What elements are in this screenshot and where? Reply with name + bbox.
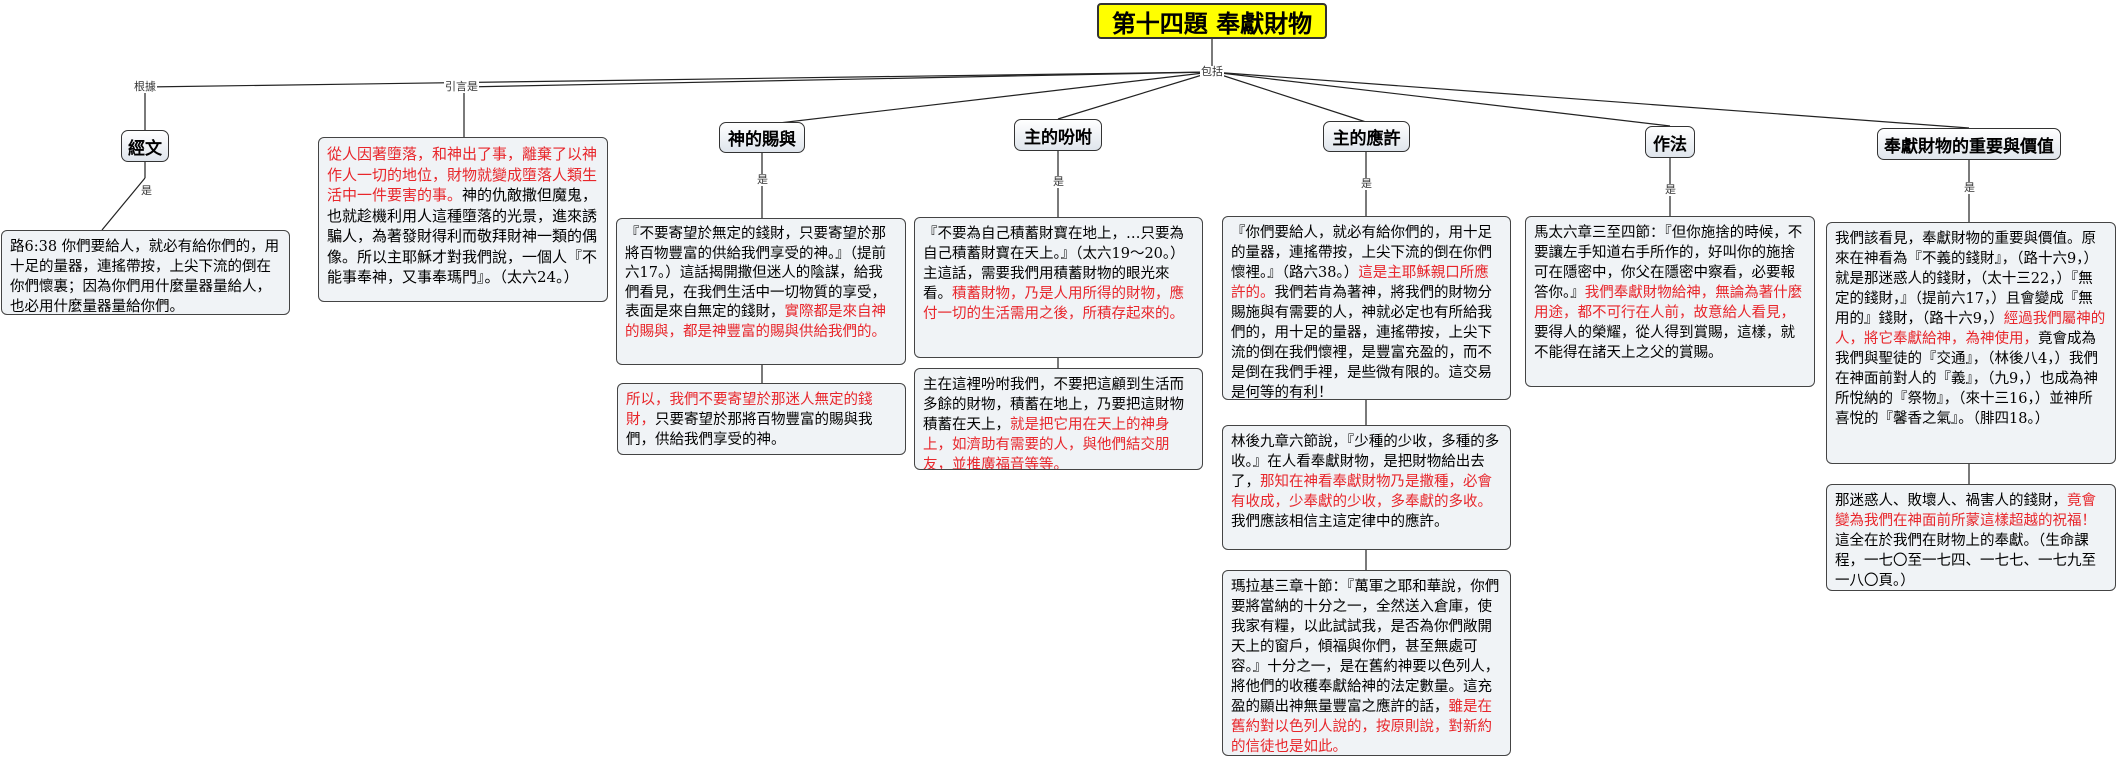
gifts-box1-text: 『不要寄望於無定的錢財，只要寄望於那將百物豐富的供給我們享受的神。』（提前六17… bbox=[625, 226, 886, 320]
edge-label-includes: 包括 bbox=[1200, 65, 1224, 78]
topic-gifts-label: 神的賜與 bbox=[728, 130, 796, 150]
edge-label-is-method: 是 bbox=[1664, 183, 1677, 196]
quote-text: 神的仇敵撒但魔鬼，也就趁機利用人這種墮落的光景，進來誘騙人，為著發財得利而敬拜財… bbox=[327, 186, 598, 286]
topic-command[interactable]: 主的吩咐 bbox=[1014, 119, 1102, 151]
topic-gifts[interactable]: 神的賜與 bbox=[719, 122, 805, 153]
promise-box1-text2: 我們若肯為著神，將我們的財物分賜施與有需要的人，神就必定也有所給我們的，用十足的… bbox=[1231, 285, 1492, 400]
method-red: 我們奉獻財物給神，無論為著什麼用途，都不可行在人前，故意給人看見， bbox=[1534, 285, 1803, 321]
edge-label-is-command: 是 bbox=[1052, 175, 1065, 188]
topic-scripture[interactable]: 經文 bbox=[121, 130, 169, 162]
topic-command-label: 主的吩咐 bbox=[1024, 127, 1092, 148]
command-box1-text: 『不要為自己積蓄財寶在地上，…只要為自己積蓄財寶在天上。』（太六19～20。）主… bbox=[923, 226, 1185, 302]
topic-promise-label: 主的應許 bbox=[1332, 129, 1401, 149]
method-text2: 要得人的榮耀，從人得到賞賜，這樣，就不能得在諸天上之父的賞賜。 bbox=[1534, 325, 1795, 361]
edge-label-is-promise: 是 bbox=[1360, 177, 1373, 190]
topic-method[interactable]: 作法 bbox=[1645, 126, 1695, 158]
promise-box2-text2: 我們應該相信主這定律中的應許。 bbox=[1231, 514, 1449, 530]
quote-red-text: 從人因著墮落，和神出了事，離棄了以神作人一切的地位，財物就變成墮落人類生活中一件… bbox=[327, 145, 598, 204]
quote-box[interactable]: 從人因著墮落，和神出了事，離棄了以神作人一切的地位，財物就變成墮落人類生活中一件… bbox=[318, 137, 608, 302]
command-box1-red: 積蓄財物，乃是人用所得的財物，應付一切的生活需用之後，所積存起來的。 bbox=[923, 286, 1184, 322]
command-box2-red: 就是把它用在天上的神身上，如濟助有需要的人，與他們結交朋友，並推廣福音等等。 bbox=[923, 417, 1170, 470]
gifts-box2-text: 只要寄望於那將百物豐富的賜與我們，供給我們享受的神。 bbox=[626, 412, 873, 448]
promise-box2-red: 那知在神看奉獻財物乃是撒種，必會有收成，少奉獻的少收，多奉獻的多收。 bbox=[1231, 474, 1492, 510]
command-box-2[interactable]: 主在這裡吩咐我們，不要把這顧到生活而多餘的財物，積蓄在地上，乃要把這財物積蓄在天… bbox=[914, 368, 1203, 470]
promise-box3-red: 雖是在舊約對以色列人說的，按原則說，對新約的信徒也是如此。 bbox=[1231, 699, 1492, 755]
importance-box-2[interactable]: 那迷惑人、敗壞人、禍害人的錢財，竟會變為我們在神面前所蒙這樣超越的祝福！ 這全在於… bbox=[1826, 484, 2116, 591]
method-text1: 馬太六章三至四節：『但你施捨的時候，不要讓左手知道右手所作的，好叫你的施捨可在隱… bbox=[1534, 225, 1803, 301]
topic-importance[interactable]: 奉獻財物的重要與價值 bbox=[1877, 128, 2061, 160]
promise-box1-text1: 『你們要給人，就必有給你們的，用十足的量器，連搖帶按，上尖下流的倒在你們懷裡。』… bbox=[1231, 225, 1492, 281]
importance-box-1[interactable]: 我們該看見，奉獻財物的重要與價值。原來在神看為『不義的錢財』，（路十六9，）就是… bbox=[1826, 222, 2116, 464]
importance-box2-red: 竟會變為我們在神面前所蒙這樣超越的祝福！ bbox=[1835, 493, 2096, 529]
gifts-box-2[interactable]: 所以，我們不要寄望於那迷人無定的錢財，只要寄望於那將百物豐富的賜與我們，供給我們… bbox=[617, 383, 906, 455]
edge-label-is-gifts: 是 bbox=[756, 173, 769, 186]
importance-box1-text1: 我們該看見，奉獻財物的重要與價值。原來在神看為『不義的錢財』，（路十六9，）就是… bbox=[1835, 231, 2098, 327]
importance-box2-text2: 這全在於我們在財物上的奉獻。（生命課程，一七〇至一七四、一七七、一七九至一八〇頁… bbox=[1835, 533, 2096, 589]
method-box[interactable]: 馬太六章三至四節：『但你施捨的時候，不要讓左手知道右手所作的，好叫你的施捨可在隱… bbox=[1525, 216, 1815, 387]
topic-scripture-label: 經文 bbox=[128, 138, 162, 159]
importance-box1-red: 經過我們屬神的人，將它奉獻給神，為神使用， bbox=[1835, 311, 2106, 347]
promise-box-3[interactable]: 瑪拉基三章十節：『萬軍之耶和華說，你們要將當納的十分之一，全然送入倉庫，使我家有… bbox=[1222, 570, 1511, 756]
command-box2-text: 主在這裡吩咐我們，不要把這顧到生活而多餘的財物，積蓄在地上，乃要把這財物積蓄在天… bbox=[923, 377, 1184, 433]
topic-importance-label: 奉獻財物的重要與價值 bbox=[1884, 136, 2054, 157]
topic-promise[interactable]: 主的應許 bbox=[1323, 121, 1410, 152]
promise-box3-text: 瑪拉基三章十節：『萬軍之耶和華說，你們要將當納的十分之一，全然送入倉庫，使我家有… bbox=[1231, 579, 1500, 715]
promise-box1-red: 這是主耶穌親口所應許的。 bbox=[1231, 265, 1489, 301]
edge-label-is-importance: 是 bbox=[1963, 181, 1976, 194]
edge-label-is-scripture: 是 bbox=[140, 184, 153, 197]
topic-method-label: 作法 bbox=[1653, 134, 1687, 155]
root-title: 第十四題 奉獻財物 bbox=[1111, 8, 1313, 38]
scripture-text: 路6:38 你們要給人，就必有給你們的，用十足的量器，連搖帶按，上尖下流的倒在你… bbox=[10, 239, 280, 315]
edge-label-basis: 根據 bbox=[133, 80, 157, 93]
promise-box-1[interactable]: 『你們要給人，就必有給你們的，用十足的量器，連搖帶按，上尖下流的倒在你們懷裡。』… bbox=[1222, 216, 1511, 400]
command-box-1[interactable]: 『不要為自己積蓄財寶在地上，…只要為自己積蓄財寶在天上。』（太六19～20。）主… bbox=[914, 217, 1203, 358]
gifts-box2-red: 所以，我們不要寄望於那迷人無定的錢財， bbox=[626, 392, 873, 428]
promise-box2-text1: 林後九章六節說，『少種的少收，多種的多收。』在人看奉獻財物，是把財物給出去了， bbox=[1231, 434, 1500, 490]
scripture-box[interactable]: 路6:38 你們要給人，就必有給你們的，用十足的量器，連搖帶按，上尖下流的倒在你… bbox=[1, 230, 290, 315]
gifts-box1-red: 實際都是來自神的賜與，都是神豐富的賜與供給我們的。 bbox=[625, 304, 886, 340]
gifts-box-1[interactable]: 『不要寄望於無定的錢財，只要寄望於那將百物豐富的供給我們享受的神。』（提前六17… bbox=[616, 218, 906, 365]
importance-box2-text1: 那迷惑人、敗壞人、禍害人的錢財， bbox=[1835, 493, 2067, 509]
root-topic[interactable]: 第十四題 奉獻財物 bbox=[1097, 3, 1327, 39]
promise-box-2[interactable]: 林後九章六節說，『少種的少收，多種的多收。』在人看奉獻財物，是把財物給出去了，那… bbox=[1222, 425, 1511, 550]
edge-label-quote: 引言是 bbox=[444, 80, 479, 93]
importance-box1-text2: 竟會成為我們與聖徒的『交通』，（林後八4，）我們在神面前對人的『義』，（九9，）… bbox=[1835, 331, 2098, 427]
